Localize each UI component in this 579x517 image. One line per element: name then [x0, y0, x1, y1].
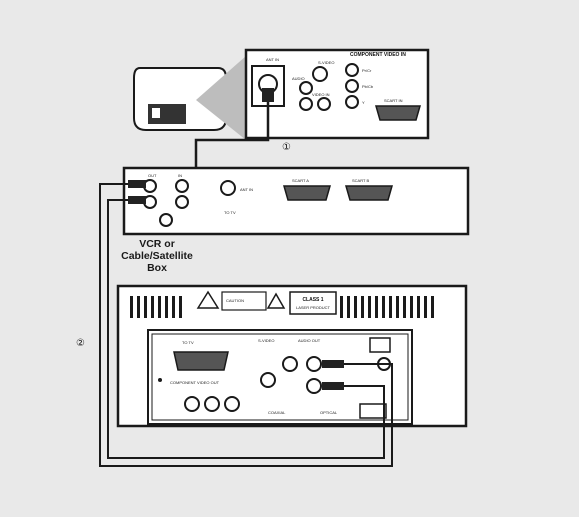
player-optical-label: OPTICAL	[320, 410, 338, 415]
player-switch-icon	[369, 337, 391, 353]
step-2-marker: ②	[76, 338, 85, 349]
vcr-label-line2: Cable/Satellite	[121, 250, 193, 262]
laser-label-box	[289, 291, 337, 315]
tv-audio-label: AUDIO	[292, 76, 305, 81]
vcr-ant-in-jack	[220, 180, 236, 196]
laser-triangle-icon	[266, 292, 286, 309]
vcr-out-label: OUT	[148, 173, 157, 178]
tv-component-title: COMPONENT VIDEO IN	[350, 52, 406, 58]
player-optical-port	[359, 403, 387, 419]
player-scart-label: TO TV	[182, 340, 194, 345]
laser-label-line2: LASER PRODUCT	[296, 305, 331, 310]
player-audio-plug-l-icon	[322, 360, 344, 368]
player-inner-panel	[151, 333, 409, 421]
warning-sticker	[221, 291, 267, 311]
player-audio-plug-r-icon	[322, 382, 344, 390]
audio-plug-r-icon	[128, 196, 146, 204]
player-pr-jack	[224, 396, 240, 412]
tv-set	[133, 56, 246, 140]
player-vent-slots	[130, 296, 434, 318]
vcr-scart-b-socket	[345, 185, 393, 201]
vcr-label-line3: Box	[147, 262, 167, 274]
player-screw	[158, 378, 162, 382]
tv-rear-jack-icon	[152, 108, 160, 118]
tv-video-in-jack	[317, 97, 331, 111]
tv-antenna-label: ANT IN	[266, 57, 279, 62]
tv-audio-r-jack	[299, 97, 313, 111]
step-1-marker: ①	[282, 142, 291, 153]
player-audio-out-label: AUDIO OUT	[298, 338, 321, 343]
zoom-beam	[196, 56, 246, 140]
player-svideo-label: S-VIDEO	[258, 338, 274, 343]
tv-scart-socket	[375, 105, 421, 121]
vcr-label-line1: VCR or	[139, 238, 175, 250]
tv-svideo-label: S-VIDEO	[318, 60, 334, 65]
tv-svideo-jack	[312, 66, 328, 82]
vcr-scart-a-socket	[283, 185, 331, 201]
vcr-video-jack	[159, 213, 173, 227]
tv-back-panel: ANT IN S-VIDEO AUDIO VIDEO IN COMPONENT …	[244, 48, 430, 153]
tv-y-label: Y	[362, 100, 365, 105]
player-y-jack	[184, 396, 200, 412]
tv-pr-jack	[345, 63, 359, 77]
vcr-to-tv-label: TO TV	[224, 210, 236, 215]
tv-pb-label: Pb/Cb	[362, 84, 374, 89]
vcr-scart-a-label: SCART A	[292, 178, 309, 183]
vcr-in-r-jack	[175, 195, 189, 209]
audio-cable-right	[107, 199, 385, 459]
tv-scart-label: SCART IN	[384, 98, 403, 103]
tv-y-jack	[345, 95, 359, 109]
player-scart-socket	[173, 351, 229, 371]
dvd-player: CAUTION CLASS 1 LASER PRODUCT TO TV COMP…	[76, 284, 468, 428]
player-pb-jack	[204, 396, 220, 412]
player-coax-label: COAXIAL	[268, 410, 286, 415]
tv-pr-label: Pr/Cr	[362, 68, 372, 73]
tv-pb-jack	[345, 79, 359, 93]
audio-cable-left	[99, 183, 393, 467]
player-svideo-jack	[260, 372, 276, 388]
vcr-ant-in-label: ANT IN	[240, 187, 253, 192]
antenna-plug-icon	[262, 88, 274, 102]
warning-triangle-icon	[196, 290, 220, 309]
audio-plug-l-icon	[128, 180, 146, 188]
vcr-scart-b-label: SCART B	[352, 178, 370, 183]
vcr-in-label: IN	[178, 173, 182, 178]
laser-label-line1: CLASS 1	[302, 297, 323, 303]
vcr-device-label: VCR or Cable/Satellite Box	[112, 238, 202, 274]
player-audio-l-jack	[306, 356, 322, 372]
warning-sticker-label: CAUTION	[226, 298, 244, 303]
player-video-jack	[282, 356, 298, 372]
vcr-box: OUT IN ANT IN TO TV SCART A SCART B	[122, 166, 470, 236]
player-component-label: COMPONENT VIDEO OUT	[170, 380, 220, 385]
tv-video-in-label: VIDEO IN	[312, 92, 330, 97]
tv-audio-l-jack	[299, 81, 313, 95]
vcr-in-l-jack	[175, 179, 189, 193]
player-audio-r-jack	[306, 378, 322, 394]
